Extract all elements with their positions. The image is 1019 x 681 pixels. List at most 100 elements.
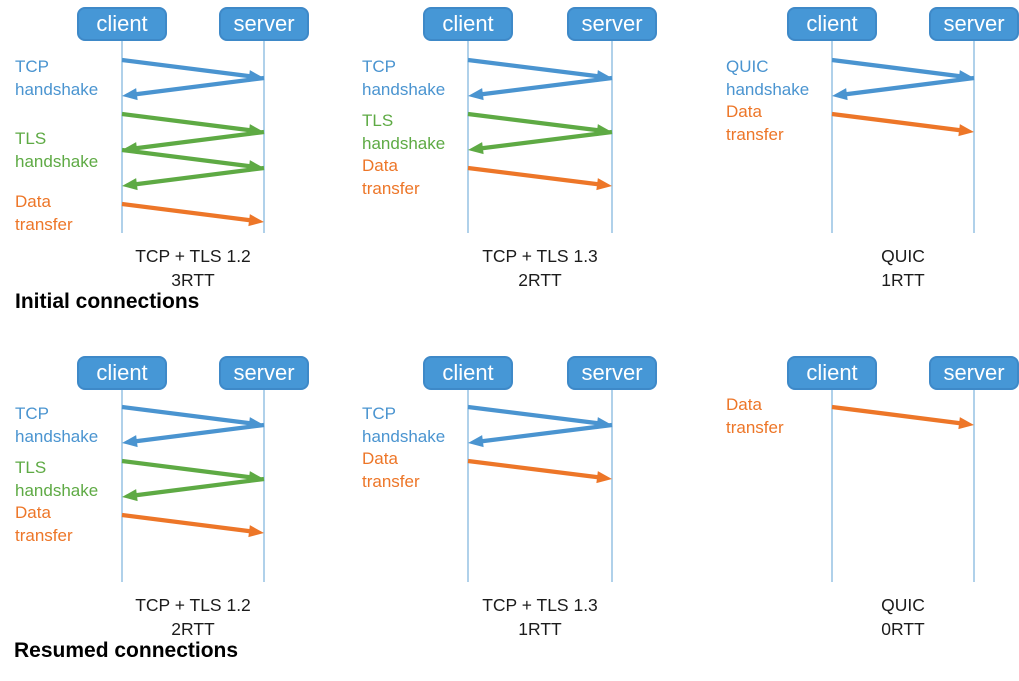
phase-label-line: transfer (362, 179, 420, 198)
client-box: client (423, 7, 513, 41)
arrow-client-to-server (121, 201, 253, 223)
arrow-server-to-client (133, 476, 265, 498)
phase-label: Data transfer (726, 393, 784, 439)
arrow-client-to-server (467, 458, 601, 480)
phase-label-line: Data (362, 449, 398, 468)
arrow-server-to-client (479, 75, 613, 97)
phase-label-line: QUIC (726, 57, 769, 76)
phase-label-line: TLS (15, 458, 47, 477)
caption-rtt: 0RTT (881, 619, 925, 639)
arrow-client-to-server-head (248, 214, 264, 227)
server-box: server (567, 356, 657, 390)
server-box: server (929, 356, 1019, 390)
phase-label-line: TCP (15, 57, 49, 76)
arrow-server-to-client-head (468, 435, 484, 448)
phase-label-line: TLS (15, 129, 47, 148)
server-box: server (567, 7, 657, 41)
caption-rtt: 1RTT (518, 619, 562, 639)
arrow-client-to-server (121, 111, 253, 133)
arrow-server-to-client-head (122, 489, 138, 502)
arrow-client-to-server-head (958, 124, 974, 137)
arrow-server-to-client-head (468, 142, 484, 155)
panel-caption: TCP + TLS 1.2 3RTT (103, 244, 283, 292)
phase-label: Data transfer (15, 190, 73, 236)
panel-caption: TCP + TLS 1.2 2RTT (103, 593, 283, 641)
phase-label: Data transfer (362, 447, 420, 493)
caption-rtt: 2RTT (171, 619, 215, 639)
phase-label: QUIC handshake (726, 55, 809, 101)
phase-label-line: transfer (362, 472, 420, 491)
server-box: server (219, 7, 309, 41)
arrow-server-to-client (479, 422, 613, 444)
arrow-server-to-client (133, 165, 265, 187)
phase-label-line: Data (362, 156, 398, 175)
phase-label: TLS handshake (15, 127, 98, 173)
caption-rtt: 3RTT (171, 270, 215, 290)
arrow-client-to-server (121, 147, 253, 169)
phase-label: Data transfer (362, 154, 420, 200)
caption-protocol: TCP + TLS 1.2 (135, 595, 251, 615)
arrow-server-to-client-head (832, 88, 848, 101)
arrow-client-to-server (467, 404, 601, 426)
phase-label: TCP handshake (362, 402, 445, 448)
server-box: server (929, 7, 1019, 41)
arrow-client-to-server (467, 57, 601, 79)
phase-label-line: handshake (726, 80, 810, 99)
phase-label-line: handshake (362, 80, 446, 99)
caption-protocol: QUIC (881, 246, 925, 266)
section-title-resumed-connections: Resumed connections (14, 639, 239, 662)
phase-label-line: transfer (15, 526, 73, 545)
arrow-client-to-server (467, 111, 601, 133)
phase-label-line: transfer (726, 418, 784, 437)
phase-label: TLS handshake (15, 456, 98, 502)
phase-label-line: handshake (15, 152, 99, 171)
phase-label-line: transfer (726, 125, 784, 144)
arrow-client-to-server-head (958, 417, 974, 430)
client-box: client (787, 7, 877, 41)
arrow-server-to-client (133, 75, 265, 97)
arrow-client-to-server (121, 512, 253, 534)
phase-label-line: handshake (15, 481, 99, 500)
arrow-server-to-client-head (122, 88, 138, 101)
client-box: client (77, 7, 167, 41)
arrow-client-to-server (121, 57, 253, 79)
arrow-client-to-server (831, 404, 963, 426)
arrow-server-to-client-head (122, 435, 138, 448)
section-title-initial-connections: Initial connections (15, 290, 200, 313)
panel-caption: QUIC 0RTT (813, 593, 993, 641)
arrow-client-to-server-head (248, 525, 264, 538)
caption-protocol: TCP + TLS 1.3 (482, 246, 598, 266)
caption-protocol: TCP + TLS 1.2 (135, 246, 251, 266)
arrow-client-to-server (831, 111, 963, 133)
arrow-server-to-client (479, 129, 613, 151)
server-box: server (219, 356, 309, 390)
arrow-server-to-client (133, 422, 265, 444)
arrow-server-to-client-head (468, 88, 484, 101)
client-box: client (787, 356, 877, 390)
phase-label: Data transfer (726, 100, 784, 146)
arrow-client-to-server (467, 165, 601, 187)
arrow-client-to-server (121, 404, 253, 426)
arrow-client-to-server-head (596, 471, 612, 484)
phase-label-line: transfer (15, 215, 73, 234)
caption-protocol: QUIC (881, 595, 925, 615)
phase-label-line: Data (726, 395, 762, 414)
phase-label-line: handshake (362, 427, 446, 446)
phase-label-line: Data (15, 192, 51, 211)
client-box: client (77, 356, 167, 390)
arrow-server-to-client (843, 75, 975, 97)
phase-label-line: Data (726, 102, 762, 121)
arrow-client-to-server (121, 458, 253, 480)
arrow-client-to-server-head (596, 178, 612, 191)
arrow-server-to-client-head (122, 178, 138, 191)
phase-label-line: TCP (362, 404, 396, 423)
phase-label-line: handshake (15, 80, 99, 99)
